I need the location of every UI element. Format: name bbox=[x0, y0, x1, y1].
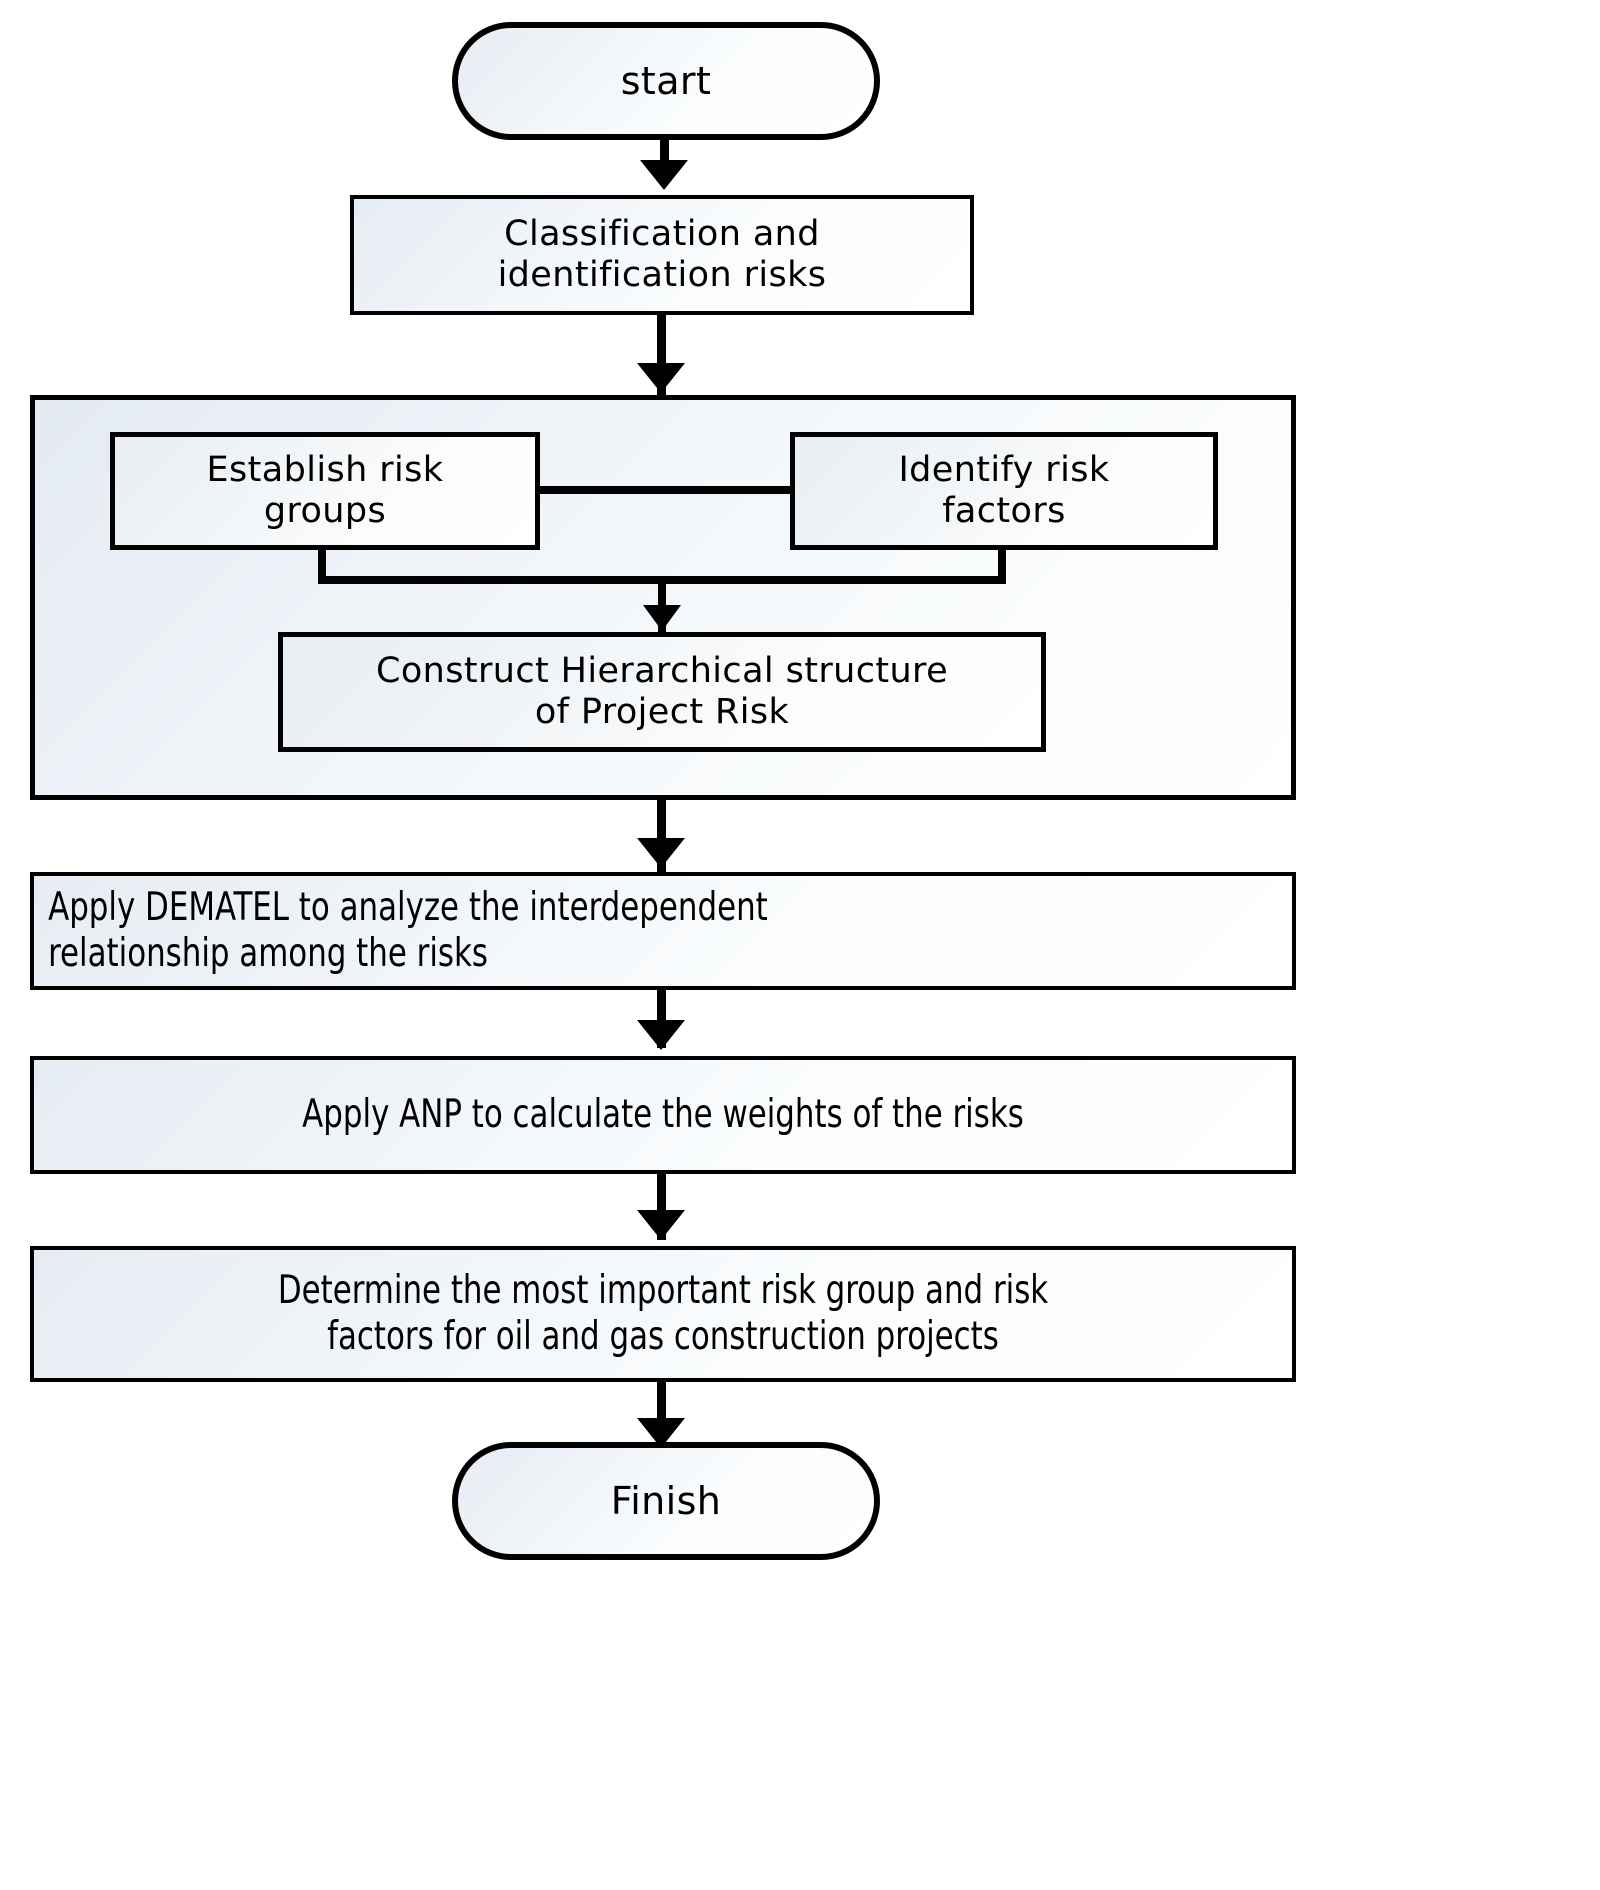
edge-group-to-dematel bbox=[657, 800, 666, 874]
edge-anp-to-determine bbox=[657, 1174, 666, 1240]
node-classification[interactable]: Classification and identification risks bbox=[350, 195, 974, 315]
edge-determine-to-finish bbox=[657, 1382, 666, 1448]
node-construct-hierarchy-line2: of Project Risk bbox=[534, 692, 790, 732]
arrowhead-start-to-classification bbox=[640, 160, 688, 190]
arrowhead-group-to-dematel bbox=[637, 838, 685, 868]
arrowhead-dematel-to-anp bbox=[637, 1020, 685, 1050]
node-construct-hierarchy-line1: Construct Hierarchical structure bbox=[375, 650, 948, 691]
edge-identify-drop bbox=[998, 550, 1006, 584]
node-start[interactable]: start bbox=[452, 22, 880, 140]
node-construct-hierarchy[interactable]: Construct Hierarchical structure of Proj… bbox=[278, 632, 1046, 752]
node-start-label: start bbox=[620, 58, 712, 103]
node-identify-factors-line1: Identify risk bbox=[898, 449, 1110, 490]
node-determine-label: Determine the most important risk group … bbox=[109, 1268, 1216, 1360]
node-anp[interactable]: Apply ANP to calculate the weights of th… bbox=[30, 1056, 1296, 1174]
node-construct-hierarchy-label: Construct Hierarchical structure of Proj… bbox=[283, 651, 1041, 734]
edge-dematel-to-anp bbox=[657, 990, 666, 1048]
edge-establish-to-identify bbox=[540, 486, 792, 494]
node-identify-factors[interactable]: Identify risk factors bbox=[790, 432, 1218, 550]
node-determine-line1: Determine the most important risk group … bbox=[277, 1267, 1049, 1313]
node-classification-line2: identification risks bbox=[497, 255, 827, 295]
arrowhead-bus-to-construct bbox=[643, 605, 681, 631]
node-determine[interactable]: Determine the most important risk group … bbox=[30, 1246, 1296, 1382]
arrowhead-anp-to-determine bbox=[637, 1210, 685, 1240]
edge-bus-to-construct bbox=[658, 576, 666, 632]
node-identify-factors-label: Identify risk factors bbox=[795, 450, 1213, 533]
node-dematel-label: Apply DEMATEL to analyze the interdepend… bbox=[34, 885, 1141, 977]
node-classification-label: Classification and identification risks bbox=[354, 214, 970, 297]
node-finish-label: Finish bbox=[610, 1478, 722, 1523]
arrowhead-classification-to-group bbox=[637, 363, 685, 393]
node-finish[interactable]: Finish bbox=[452, 1442, 880, 1560]
node-identify-factors-line2: factors bbox=[942, 491, 1066, 531]
node-classification-line1: Classification and bbox=[504, 213, 820, 254]
node-dematel[interactable]: Apply DEMATEL to analyze the interdepend… bbox=[30, 872, 1296, 990]
node-establish-groups-line2: groups bbox=[263, 491, 387, 531]
node-determine-line2: factors for oil and gas construction pro… bbox=[327, 1314, 999, 1359]
edge-establish-drop bbox=[318, 550, 326, 584]
node-anp-label: Apply ANP to calculate the weights of th… bbox=[302, 1091, 1024, 1137]
edge-classification-to-group bbox=[657, 315, 666, 397]
node-establish-groups-line1: Establish risk bbox=[206, 449, 444, 490]
node-dematel-line1: Apply DEMATEL to analyze the interdepend… bbox=[48, 884, 768, 930]
node-dematel-line2: relationship among the risks bbox=[48, 931, 488, 976]
node-establish-groups[interactable]: Establish risk groups bbox=[110, 432, 540, 550]
node-establish-groups-label: Establish risk groups bbox=[115, 450, 535, 533]
